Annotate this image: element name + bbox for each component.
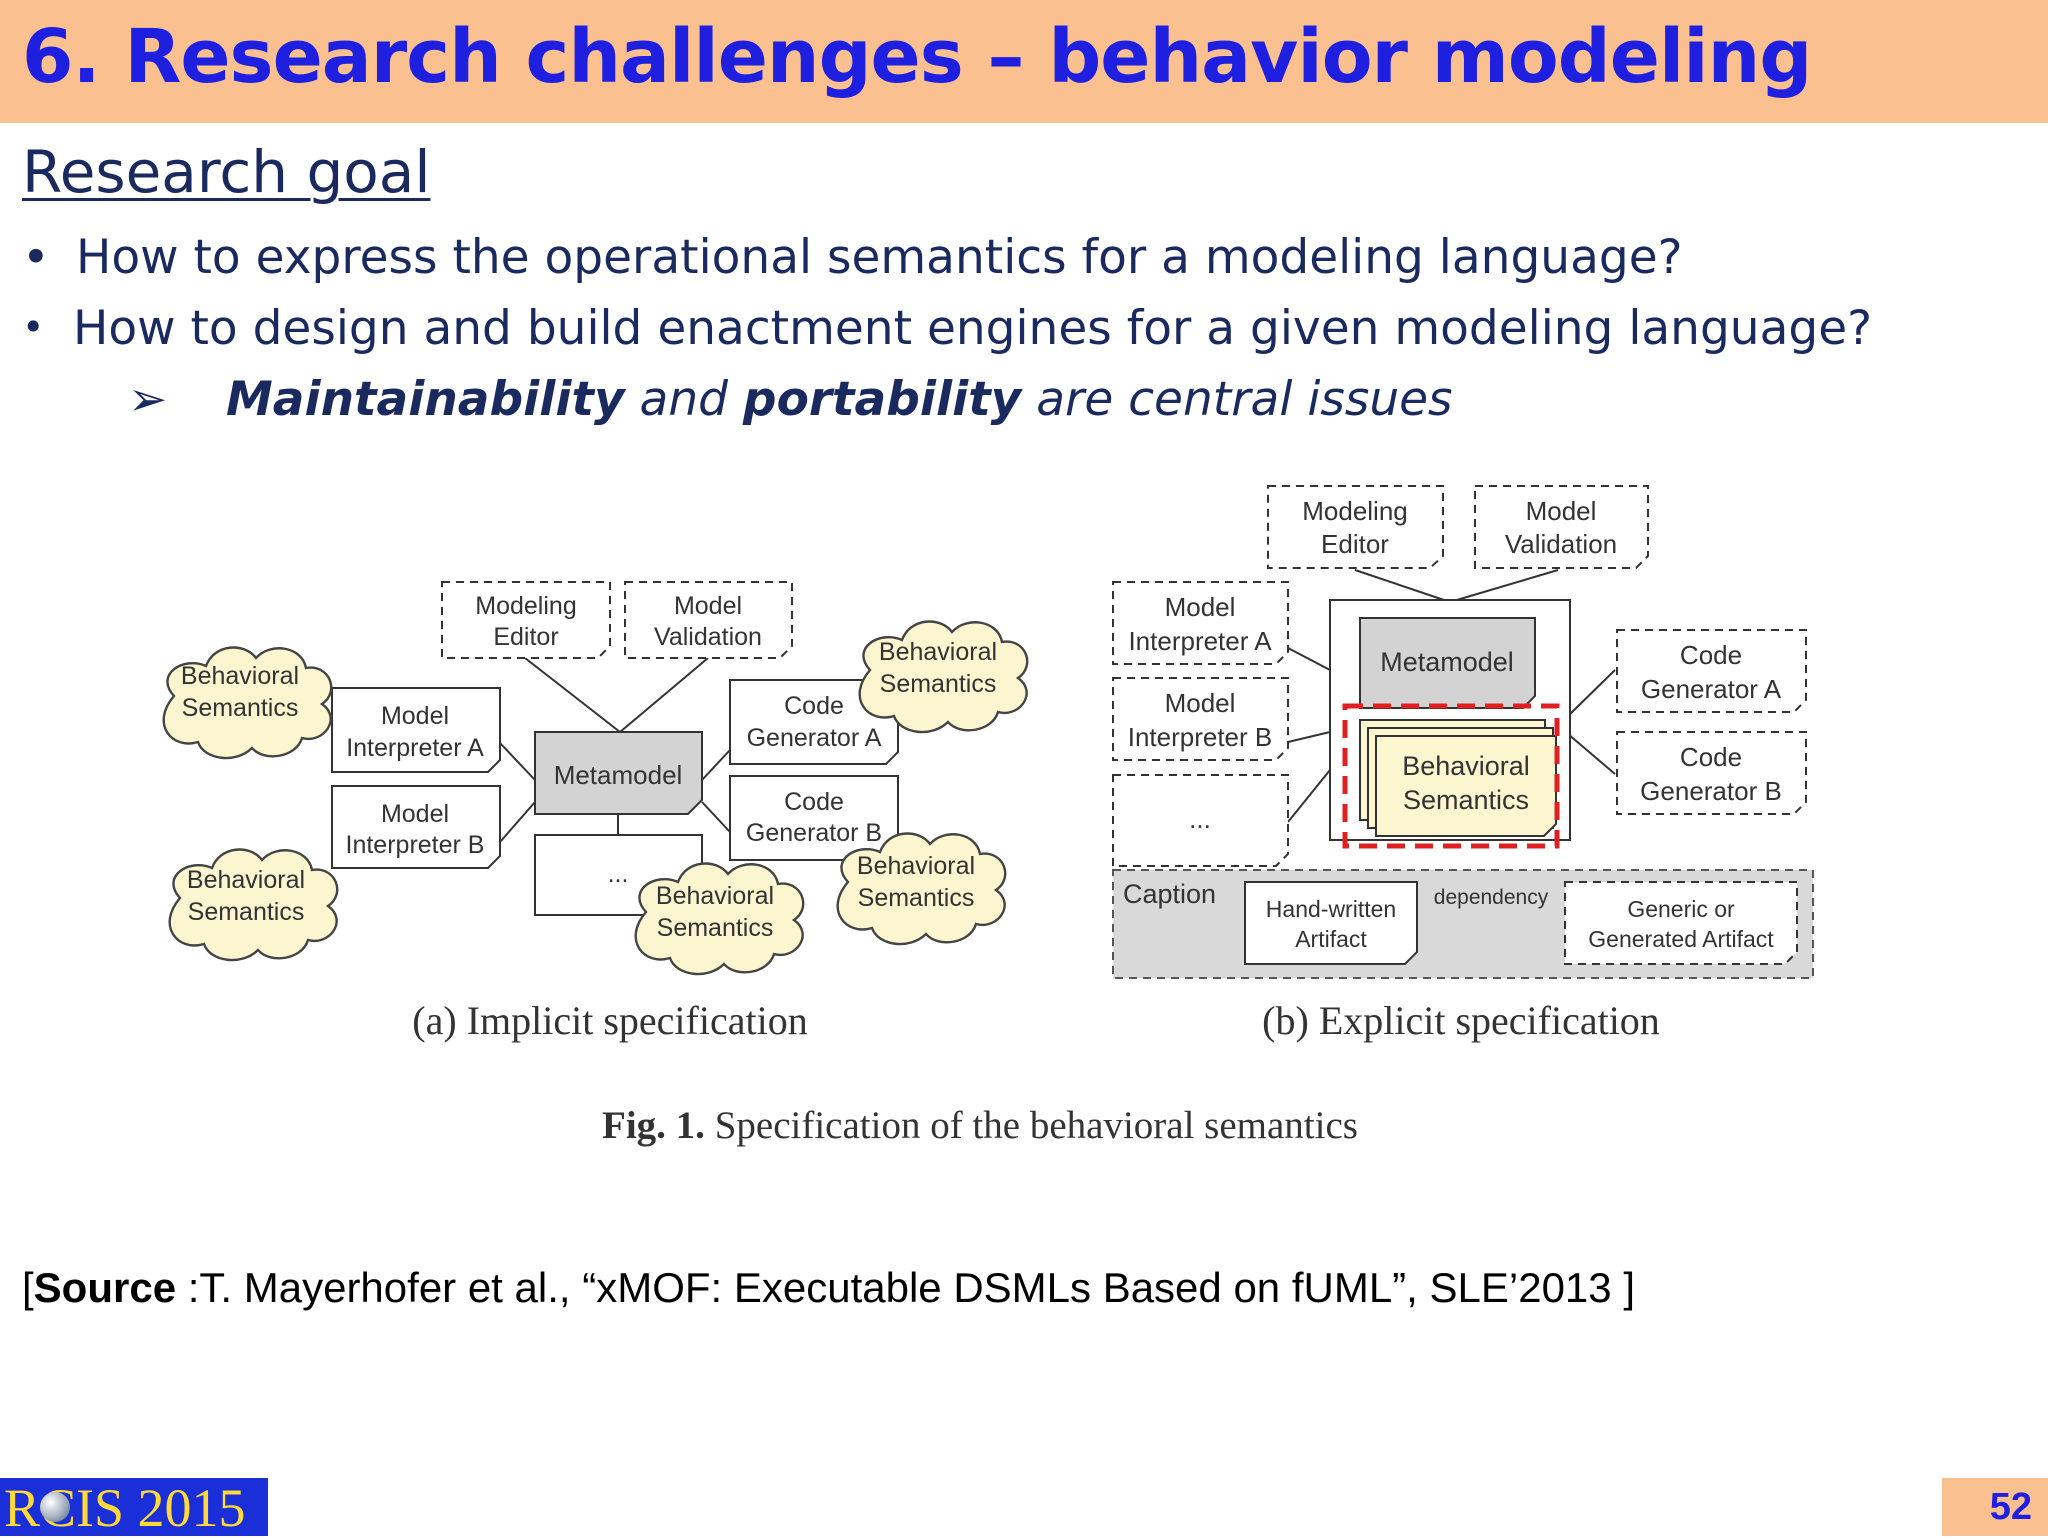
figure-behavioral-semantics: Modeling Editor Model Validation Metamod…	[162, 485, 1814, 1147]
highlight-box	[1342, 703, 1560, 849]
b-generator-a-l2: Generator A	[1641, 674, 1782, 704]
a-interpreter-a: Model Interpreter A	[331, 687, 501, 773]
figure-caption: Fig. 1. Specification of the behavioral …	[602, 1104, 1358, 1147]
a-metamodel-label: Metamodel	[554, 760, 683, 790]
source-text: :T. Mayerhofer et al., “xMOF: Executable…	[176, 1264, 1635, 1311]
a-generator-b: Code Generator B	[729, 775, 899, 861]
sub-bullet-and: and	[624, 372, 743, 427]
a-generator-a-l2: Generator A	[747, 724, 882, 752]
globe-icon	[40, 1492, 70, 1522]
a-interpreter-b-l2: Interpreter B	[346, 831, 485, 859]
a-cloud-2-l1: Behavioral	[187, 866, 305, 894]
a-cloud-4: Behavioral Semantics	[836, 832, 1007, 946]
b-ellipsis-label: ...	[1189, 804, 1211, 834]
diagram-a: Modeling Editor Model Validation Metamod…	[162, 581, 1029, 1043]
b-generator-a: Code Generator A	[1616, 629, 1807, 713]
figure-caption-label: Fig. 1.	[602, 1104, 705, 1147]
a-generator-b-l1: Code	[784, 788, 844, 816]
b-modeling-editor-l2: Editor	[1321, 529, 1389, 559]
a-cloud-2-l2: Semantics	[188, 898, 305, 926]
b-interpreter-a: Model Interpreter A	[1112, 581, 1289, 665]
legend-title: Caption	[1123, 879, 1216, 909]
caption-b: (b) Explicit specification	[1262, 998, 1660, 1043]
a-interpreter-b-l1: Model	[381, 800, 449, 828]
b-interpreter-b: Model Interpreter B	[1112, 677, 1289, 761]
a-interpreter-a-l2: Interpreter A	[346, 734, 484, 762]
a-model-validation-l1: Model	[674, 592, 742, 620]
bullet-1-text: How to express the operational semantics…	[76, 230, 1683, 285]
legend-generated-l1: Generic or	[1627, 896, 1735, 922]
b-interpreter-a-l1: Model	[1165, 592, 1236, 622]
sub-bullet-text: Maintainability and portability are cent…	[226, 372, 1453, 427]
b-metamodel-label: Metamodel	[1380, 647, 1514, 677]
a-cloud-4-l1: Behavioral	[857, 852, 975, 880]
a-cloud-2: Behavioral Semantics	[168, 848, 339, 962]
b-generator-b: Code Generator B	[1616, 731, 1807, 815]
a-ellipsis-label: ...	[608, 860, 629, 888]
a-model-validation-l2: Validation	[654, 623, 762, 651]
b-ellipsis-box: ...	[1112, 774, 1289, 867]
diagram-b: Modeling Editor Model Validation Model I…	[1112, 485, 1814, 1043]
bullet-dot-icon: •	[22, 230, 50, 285]
legend-dependency: dependency	[1434, 886, 1549, 909]
b-generator-b-l2: Generator B	[1640, 776, 1782, 806]
a-interpreter-b: Model Interpreter B	[331, 785, 501, 869]
b-generator-a-l1: Code	[1680, 640, 1742, 670]
b-interpreter-b-l2: Interpreter B	[1128, 722, 1273, 752]
a-generator-a: Code Generator A	[729, 679, 899, 765]
b-modeling-editor-l1: Modeling	[1302, 496, 1408, 526]
b-interpreter-b-l1: Model	[1165, 688, 1236, 718]
a-cloud-3-l2: Semantics	[880, 670, 997, 698]
bullet-2-text: How to design and build enactment engine…	[73, 301, 1873, 356]
arrow-bullet-icon: ➢	[128, 372, 168, 427]
caption-a: (a) Implicit specification	[412, 998, 807, 1043]
bullet-dot-icon: •	[22, 305, 45, 349]
b-model-validation-l1: Model	[1526, 496, 1597, 526]
slide-title: 6. Research challenges – behavior modeli…	[22, 14, 1812, 100]
a-modeling-editor-l1: Modeling	[475, 592, 576, 620]
b-behavioral-semantics-stack: Behavioral Semantics	[1342, 703, 1560, 849]
sub-bullet-rest: are central issues	[1021, 372, 1453, 427]
page-number: 52	[1989, 1486, 2032, 1528]
b-model-validation-l2: Validation	[1505, 529, 1617, 559]
figure-caption-text: Specification of the behavioral semantic…	[705, 1104, 1358, 1147]
b-behavioral-semantics-l1: Behavioral	[1402, 751, 1530, 781]
legend-hand-written-l2: Artifact	[1295, 926, 1367, 952]
subtitle: Research goal	[22, 138, 431, 206]
a-cloud-3: Behavioral Semantics	[858, 620, 1029, 734]
emphasis-portability: portability	[742, 372, 1022, 427]
conference-logo: RCIS 2015	[0, 1478, 268, 1536]
b-behavioral-semantics-l2: Semantics	[1403, 785, 1529, 815]
a-generator-b-l2: Generator B	[746, 819, 882, 847]
a-cloud-4-l2: Semantics	[858, 884, 975, 912]
b-modeling-editor: Modeling Editor	[1267, 485, 1444, 569]
legend-hand-written-l1: Hand-written	[1266, 896, 1396, 922]
a-cloud-5-l2: Semantics	[657, 914, 774, 942]
legend-generated-l2: Generated Artifact	[1588, 926, 1774, 952]
a-cloud-1: Behavioral Semantics	[162, 646, 333, 760]
source-label: Source	[33, 1264, 177, 1311]
a-modeling-editor-l2: Editor	[493, 623, 558, 651]
a-cloud-5: Behavioral Semantics	[634, 862, 805, 976]
a-cloud-1-l1: Behavioral	[181, 662, 299, 690]
a-cloud-1-l2: Semantics	[182, 694, 299, 722]
a-model-validation: Model Validation	[624, 581, 793, 659]
source-citation: [Source :T. Mayerhofer et al., “xMOF: Ex…	[22, 1264, 1635, 1312]
b-interpreter-a-l2: Interpreter A	[1128, 626, 1272, 656]
a-modeling-editor: Modeling Editor	[441, 581, 611, 659]
a-generator-a-l1: Code	[784, 692, 844, 720]
b-legend: Caption Hand-written Artifact dependency…	[1112, 869, 1814, 979]
page-number-badge: 52	[1942, 1478, 2048, 1536]
b-metamodel: Metamodel	[1359, 617, 1536, 709]
source-open: [	[22, 1264, 34, 1311]
a-cloud-3-l1: Behavioral	[879, 638, 997, 666]
a-metamodel: Metamodel	[534, 731, 703, 815]
b-model-validation: Model Validation	[1474, 485, 1649, 569]
title-bar	[0, 0, 2048, 123]
a-cloud-5-l1: Behavioral	[656, 882, 774, 910]
b-generator-b-l1: Code	[1680, 742, 1742, 772]
a-interpreter-a-l1: Model	[381, 702, 449, 730]
emphasis-maintainability: Maintainability	[226, 372, 625, 427]
